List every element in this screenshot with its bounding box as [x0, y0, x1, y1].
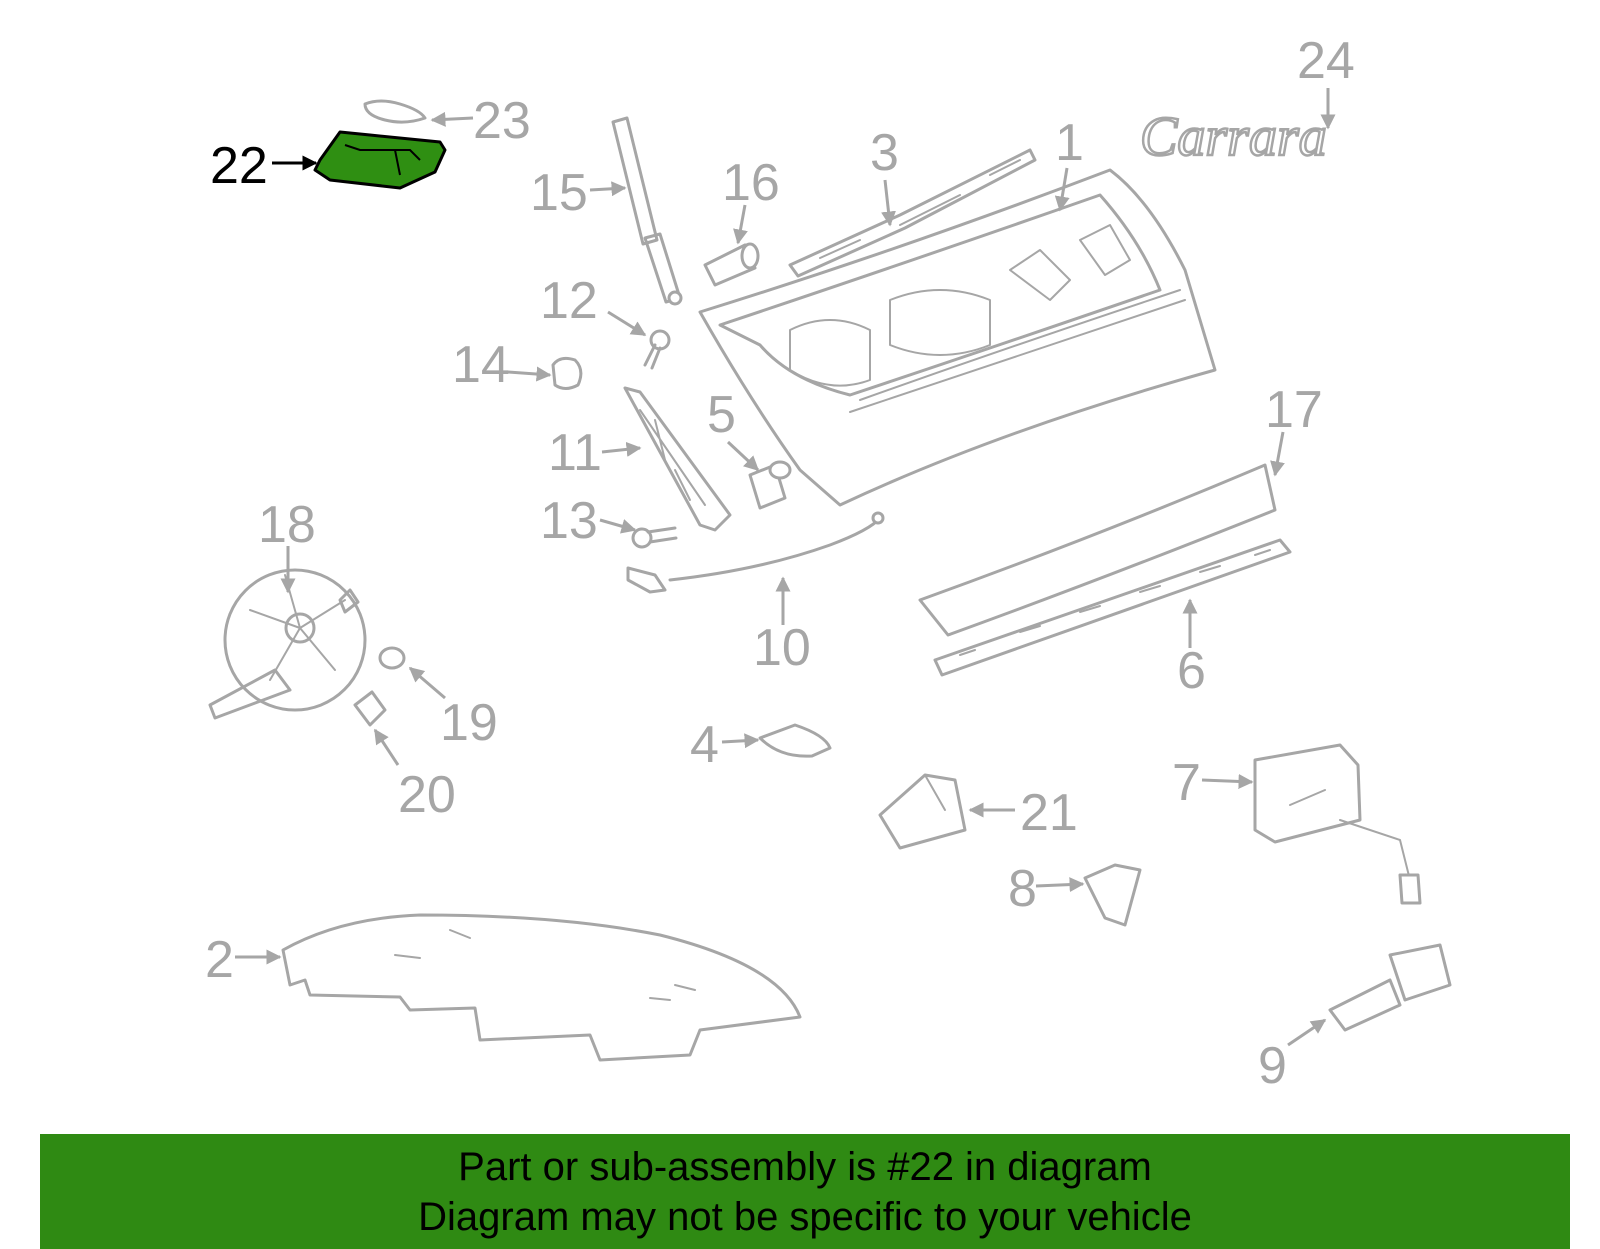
callout-15: 15: [530, 164, 588, 222]
part-18-fan: [208, 568, 367, 720]
callout-17: 17: [1265, 381, 1323, 439]
banner-line-1: Part or sub-assembly is #22 in diagram: [458, 1145, 1152, 1189]
leader-15: [589, 181, 627, 197]
callout-16: 16: [722, 154, 780, 212]
leader-11: [601, 441, 642, 457]
part-9-actuator: [1328, 943, 1452, 1032]
callout-19: 19: [440, 694, 498, 752]
carrara-emblem-text: Carrara: [1140, 106, 1327, 168]
callout-12: 12: [540, 272, 598, 330]
callout-2: 2: [205, 931, 234, 989]
leader-9: [1287, 1018, 1327, 1047]
part-17-trim: [918, 463, 1277, 637]
part-20-plug: [353, 690, 387, 727]
callout-11: 11: [548, 424, 602, 482]
part-15-gas-strut: [611, 116, 683, 306]
callout-5: 5: [707, 386, 736, 444]
part-12-bolt: [643, 329, 671, 370]
part-19-grommet: [378, 646, 406, 670]
leader-14: [507, 366, 552, 382]
callout-18: 18: [258, 496, 316, 554]
leader-23: [430, 111, 474, 127]
callout-9: 9: [1258, 1037, 1287, 1095]
part-2-insulation-pad: [281, 913, 802, 1062]
callout-21: 21: [1020, 784, 1078, 842]
leader-13: [599, 518, 637, 534]
callout-22: 22: [210, 137, 268, 195]
leader-8: [1035, 877, 1085, 893]
callout-8: 8: [1008, 860, 1037, 918]
part-21-cover: [878, 773, 967, 850]
leader-3: [881, 179, 896, 227]
leader-12: [607, 310, 647, 337]
callout-6: 6: [1177, 642, 1206, 700]
part-23-bulb: [363, 99, 427, 124]
part-16-bump-stop: [703, 242, 760, 287]
part-22-housing-highlighted: [313, 130, 447, 190]
callout-7: 7: [1172, 754, 1201, 812]
callout-20: 20: [398, 766, 456, 824]
leader-17: [1270, 431, 1285, 477]
part-6-seal-strip: [933, 538, 1292, 677]
leader-4: [721, 733, 760, 749]
leader-20: [373, 728, 400, 766]
callout-10: 10: [753, 619, 811, 677]
part-8-small-bracket: [1083, 863, 1142, 927]
banner-line-2: Diagram may not be specific to your vehi…: [418, 1195, 1192, 1239]
part-7-latch: [1253, 743, 1422, 905]
part-24-emblem: Carrara: [1139, 105, 1328, 170]
leader-7: [1201, 773, 1254, 789]
leader-5: [726, 440, 760, 472]
callout-3: 3: [870, 124, 899, 182]
leader-16: [733, 204, 748, 245]
callout-14: 14: [452, 336, 510, 394]
part-14-cap: [551, 356, 583, 390]
part-3-strip: [788, 148, 1037, 278]
callout-13: 13: [540, 492, 598, 550]
info-banner: Part or sub-assembly is #22 in diagram D…: [40, 1134, 1570, 1249]
part-11-hinge: [623, 386, 732, 532]
part-1-rear-lid: [698, 168, 1217, 507]
callout-23: 23: [473, 92, 531, 150]
part-4-bracket: [758, 723, 832, 758]
leader-19: [408, 666, 446, 700]
callout-1: 1: [1055, 114, 1084, 172]
leader-1: [1054, 167, 1070, 212]
callout-labels: 1 2 3 4 5 6 7 8 9 10 11 12 13 14 15 16 1…: [205, 32, 1355, 1095]
callout-24: 24: [1297, 32, 1355, 90]
callout-4: 4: [690, 716, 719, 774]
part-13-bolt: [631, 526, 678, 549]
leader-lines: [235, 88, 1336, 1047]
part-10-cable: [626, 511, 885, 594]
part-5-buffer: [748, 460, 792, 510]
